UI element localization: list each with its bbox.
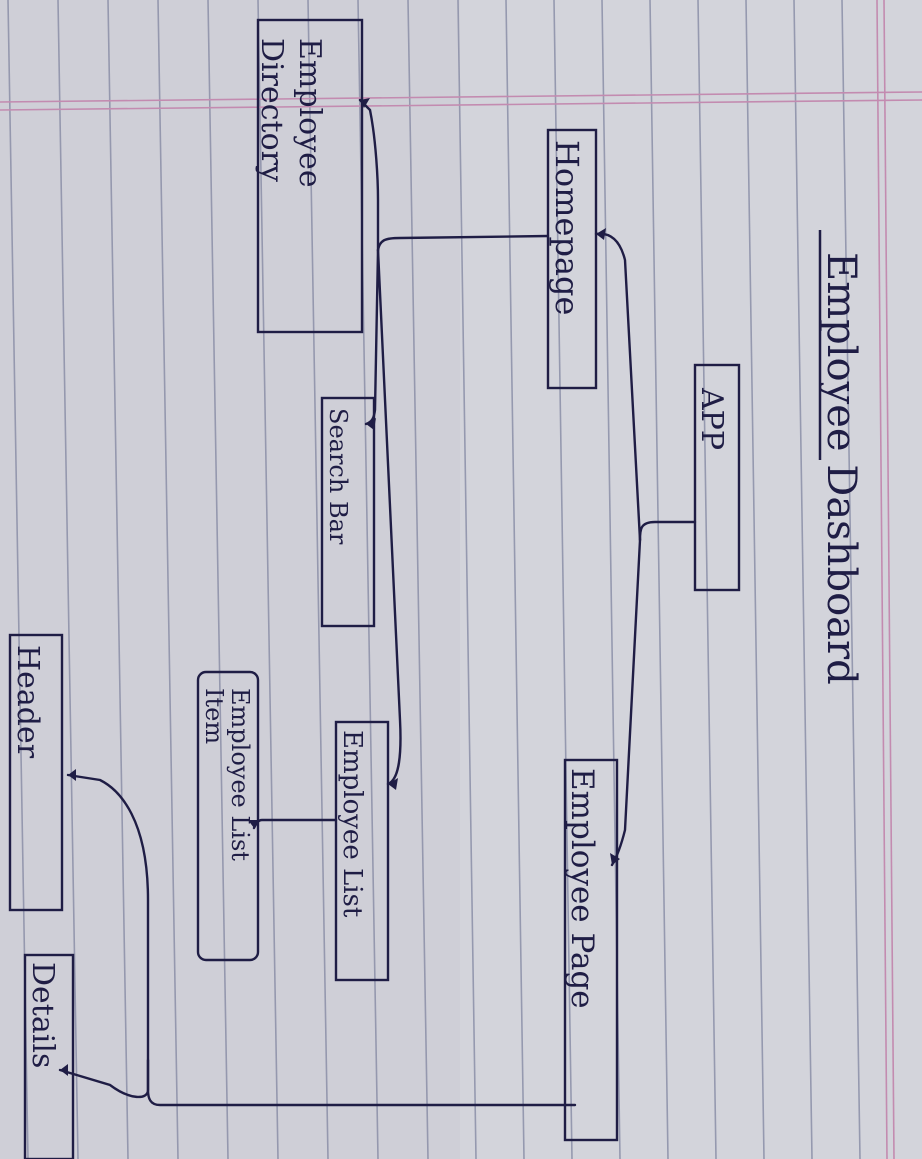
edge-homepage-directory <box>358 98 380 252</box>
node-box-employee-page <box>563 758 619 1142</box>
diagram-title: Employee Dashboard <box>818 252 864 685</box>
node-employee-list-item: Employee List Item <box>200 688 254 869</box>
node-employee-directory: Employee Directory <box>254 38 327 197</box>
node-box-employee-list-item <box>196 670 260 962</box>
node-box-app <box>693 363 741 592</box>
paper-shade <box>0 0 460 1159</box>
edge-employeepage-details <box>58 1058 150 1099</box>
node-box-employee-directory <box>256 18 364 334</box>
node-box-header <box>8 633 64 912</box>
node-box-search-bar <box>320 396 376 628</box>
node-app: APP <box>694 387 729 450</box>
node-employee-list-item-line1: Employee List <box>226 688 254 861</box>
node-employee-directory-line2: Directory <box>254 38 289 182</box>
node-details: Details <box>25 962 60 1068</box>
node-box-employee-list <box>334 720 390 982</box>
node-header: Header <box>10 645 45 759</box>
node-box-details <box>23 953 75 1159</box>
edge-homepage-employeelist <box>376 248 402 786</box>
node-box-homepage <box>546 128 598 390</box>
node-employee-list: Employee List <box>337 730 367 918</box>
node-homepage: Homepage <box>548 140 586 315</box>
edge-employeepage-header <box>66 773 577 1107</box>
node-boxes <box>8 18 741 1159</box>
node-employee-directory-line1: Employee <box>292 38 327 188</box>
node-employee-list-item-line2: Item <box>200 688 228 744</box>
node-employee-page: Employee Page <box>564 768 600 1009</box>
node-search-bar: Search Bar <box>324 408 352 545</box>
